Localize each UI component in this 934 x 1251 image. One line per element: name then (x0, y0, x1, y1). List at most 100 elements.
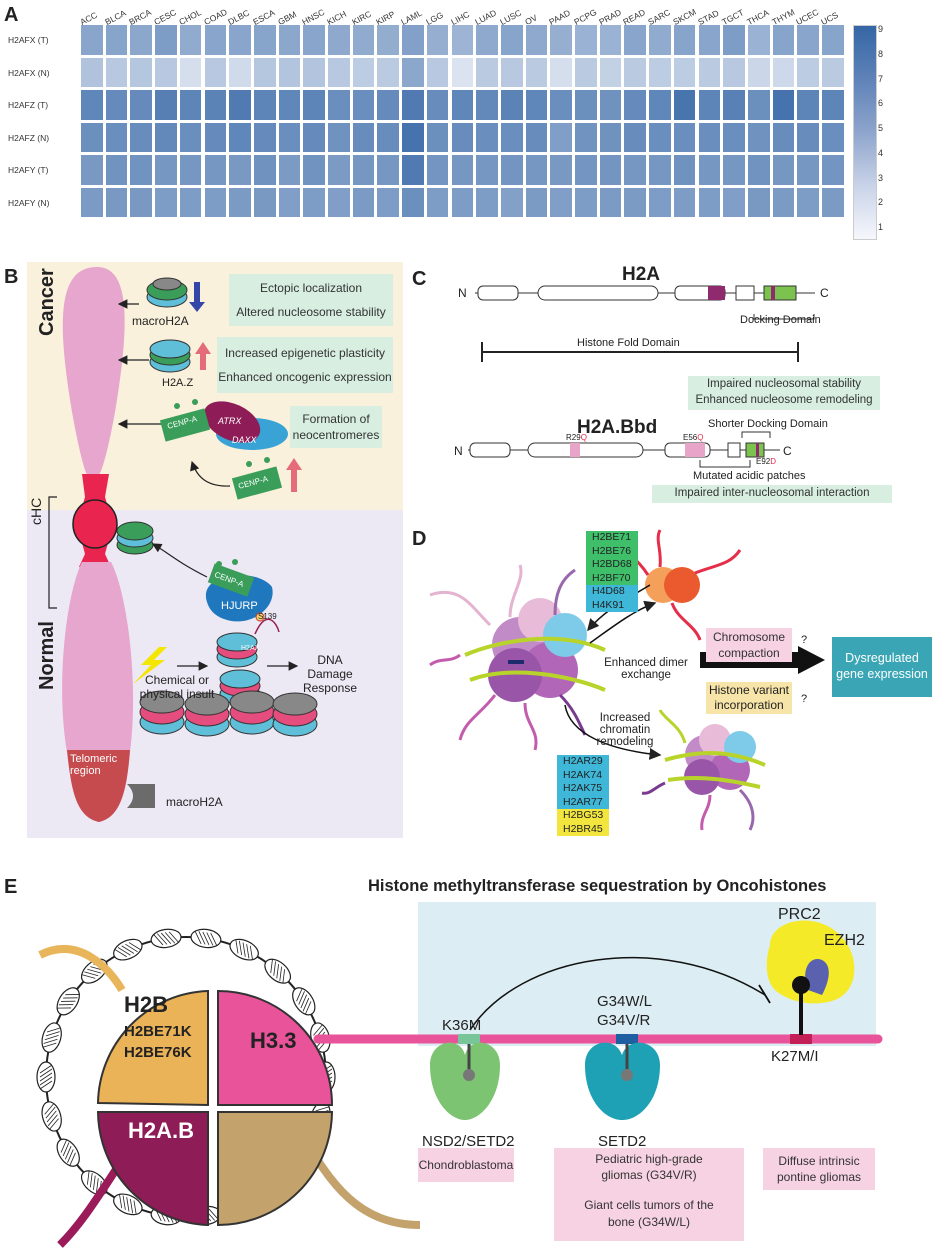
h2ab-quadrant (96, 1111, 209, 1227)
heatmap-cell (204, 25, 227, 55)
heatmap-row-label: H2AFY (T) (8, 165, 49, 176)
heatmap-cell (624, 122, 647, 152)
heatmap-cell (402, 90, 424, 120)
color-scale-tick: 4 (878, 147, 884, 158)
heatmap-cell (624, 25, 647, 55)
heatmap-cell (451, 57, 474, 87)
heatmap-cell (747, 187, 770, 217)
heatmap-cell (673, 187, 696, 217)
prc2-label: PRC2 (778, 906, 821, 923)
heatmap-cell (253, 122, 276, 152)
chromosome-upper-arm (62, 267, 125, 477)
h2az-nucleosome-icon (149, 339, 191, 373)
heatmap-cell (624, 90, 647, 120)
r29-label: R29Q (566, 433, 587, 442)
e56-label: E56Q (683, 433, 704, 442)
h2b-label: H2B (124, 992, 169, 1017)
heatmap-cell (575, 155, 597, 185)
heatmap-cell (204, 187, 227, 217)
heatmap-cell (698, 155, 721, 185)
heatmap-cell (476, 25, 498, 55)
macroh2a-label: macroH2A (132, 314, 189, 328)
heatmap-cell (105, 25, 128, 55)
heatmap-cell (303, 25, 325, 55)
heatmap-cell (525, 122, 548, 152)
heatmap-cell (278, 57, 301, 87)
heatmap-cell (352, 90, 375, 120)
heatmap-cell (81, 90, 103, 120)
heatmap-cell (673, 90, 696, 120)
heatmap-cell (772, 90, 795, 120)
heatmap-cell (476, 187, 498, 217)
heatmap-cell (81, 187, 103, 217)
ezh2-shape (805, 959, 829, 995)
mutated-label: Mutated acidic patches (693, 470, 806, 482)
heatmap-cell (229, 57, 251, 87)
heatmap-cell (649, 187, 671, 217)
heatmap-cell (426, 25, 449, 55)
heatmap-cell (204, 57, 227, 87)
box2-line2: Enhanced oncogenic expression (218, 370, 392, 384)
heatmap-cell (550, 155, 572, 185)
heatmap-cell (772, 122, 795, 152)
heatmap-col-label: CHOL (177, 7, 203, 28)
heatmap-cell (229, 155, 251, 185)
centromere-oval (72, 499, 118, 549)
nsd2-enzyme-shape (430, 1042, 500, 1120)
heatmap-cell (328, 155, 350, 185)
setd2-label: SETD2 (598, 1133, 647, 1150)
heatmap-cell (278, 90, 301, 120)
heatmap-cell (525, 25, 548, 55)
k27m-label: K27M/I (771, 1048, 819, 1065)
panel-d-label: D (412, 528, 427, 550)
heatmap-cell (155, 187, 177, 217)
heatmap-cell (402, 25, 424, 55)
heatmap-cell (822, 187, 844, 217)
heatmap-cell (130, 155, 153, 185)
dysregulated-expression-box: Dysregulated gene expression (832, 637, 932, 697)
heatmap-cell (797, 155, 819, 185)
ptm-item: H2AK75 (563, 782, 603, 794)
heatmap-cell (698, 187, 721, 217)
heatmap-cell (673, 122, 696, 152)
color-scale-bar (853, 25, 877, 240)
heatmap-cell (723, 25, 745, 55)
ptm-item: H2AR77 (563, 795, 603, 808)
heatmap-cell (253, 90, 276, 120)
heatmap-cell (105, 187, 128, 217)
green-box-3: Formation of neocentromeres (290, 406, 382, 448)
heatmap-cell (155, 25, 177, 55)
heatmap-cell (575, 57, 597, 87)
heatmap-cell (698, 122, 721, 152)
heatmap-cell (253, 57, 276, 87)
c-n-1: N (458, 286, 467, 300)
heatmap-cell (377, 57, 400, 87)
heatmap-cell (426, 57, 449, 87)
heatmap-cell (451, 122, 474, 152)
heatmap-cell (599, 187, 622, 217)
heatmap-cell (179, 155, 202, 185)
heatmap-cell (278, 122, 301, 152)
heatmap-cell (352, 122, 375, 152)
heatmap-cell (747, 155, 770, 185)
heatmap-cell (328, 57, 350, 87)
heatmap-cell (500, 90, 523, 120)
heatmap-cell (81, 122, 103, 152)
atrx-label: ATRX (218, 416, 242, 426)
heatmap-cell (328, 187, 350, 217)
h2abbd-title: H2A.Bbd (577, 417, 658, 438)
ezh2-label: EZH2 (824, 932, 865, 949)
heatmap-cell (575, 187, 597, 217)
heatmap-cell (377, 155, 400, 185)
heatmap-cell (105, 90, 128, 120)
disease-chondroblastoma: Chondroblastoma (418, 1148, 514, 1182)
question-mark-2: ? (801, 693, 808, 705)
heatmap-cell (105, 155, 128, 185)
heatmap-cell (649, 25, 671, 55)
heatmap-cell (402, 187, 424, 217)
heatmap-col-label: SKCM (671, 6, 698, 27)
heatmap-cell (550, 187, 572, 217)
heatmap-cell (451, 155, 474, 185)
